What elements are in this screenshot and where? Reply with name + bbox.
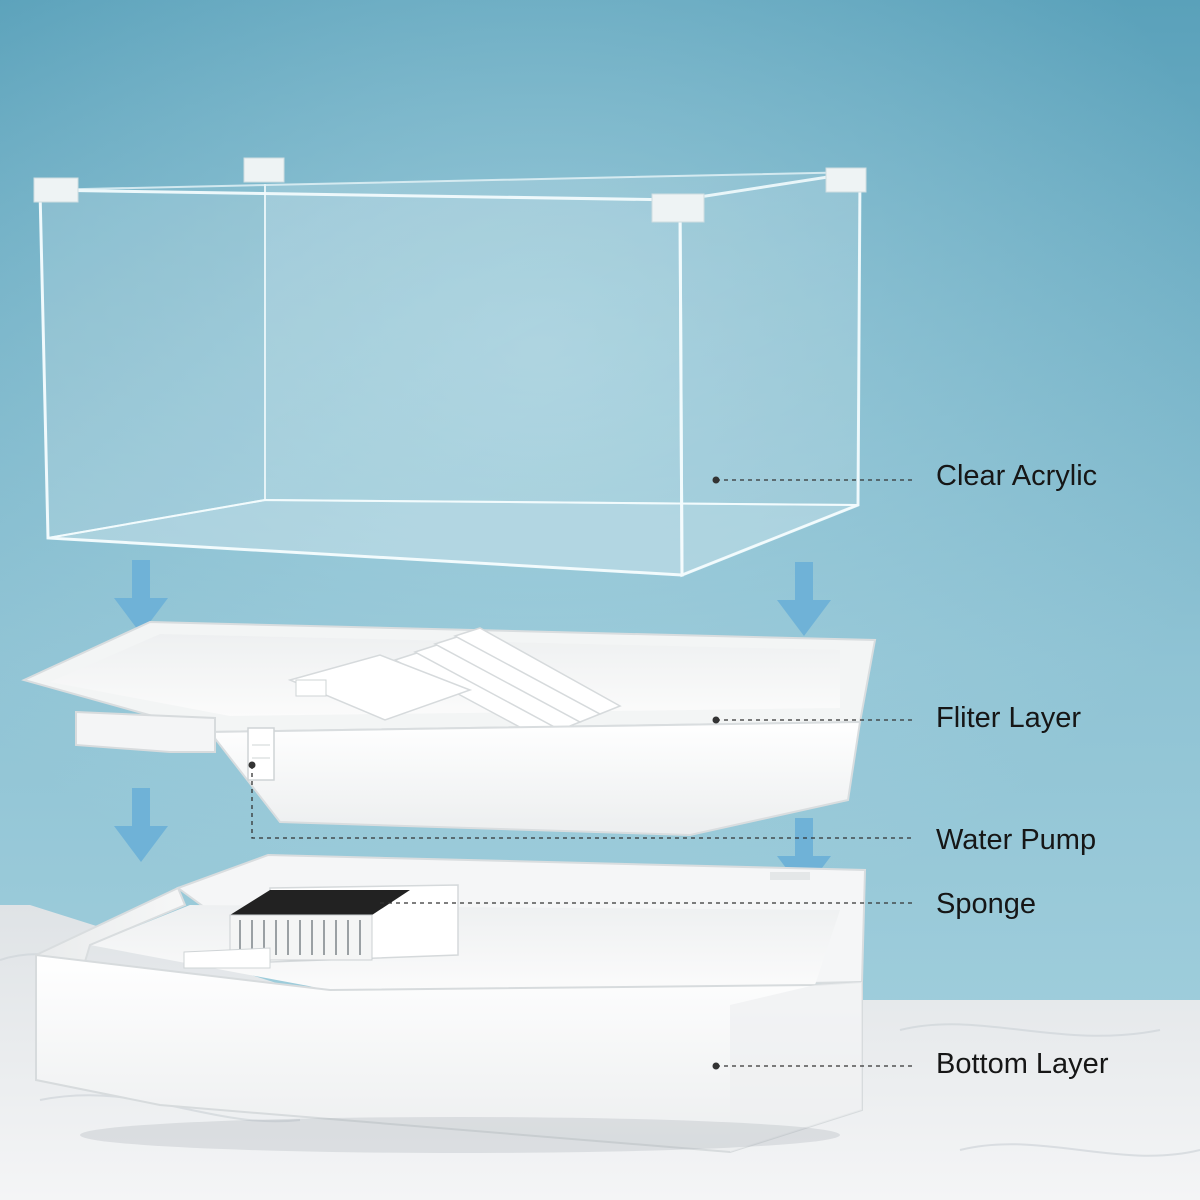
leader-line-water-pump: [251, 765, 914, 839]
label-clear-acrylic: Clear Acrylic: [936, 460, 1098, 492]
label-water-pump: Water Pump: [936, 824, 1097, 856]
label-filter-layer: Fliter Layer: [936, 702, 1082, 734]
filter-layer: [21, 620, 877, 837]
label-bottom-layer: Bottom Layer: [936, 1048, 1109, 1080]
down-arrow-icon: [114, 788, 168, 862]
callout-dot: [712, 716, 720, 724]
label-sponge: Sponge: [936, 888, 1036, 920]
bottom-layer: [34, 853, 867, 1154]
callout-dot: [248, 761, 256, 769]
down-arrow-icon: [114, 560, 168, 634]
callout-dot: [712, 1062, 720, 1070]
down-arrow-icon: [777, 562, 831, 636]
acrylic-tank: [33, 157, 867, 578]
callout-dot: [712, 476, 720, 484]
sponge-compartment: [183, 890, 410, 969]
